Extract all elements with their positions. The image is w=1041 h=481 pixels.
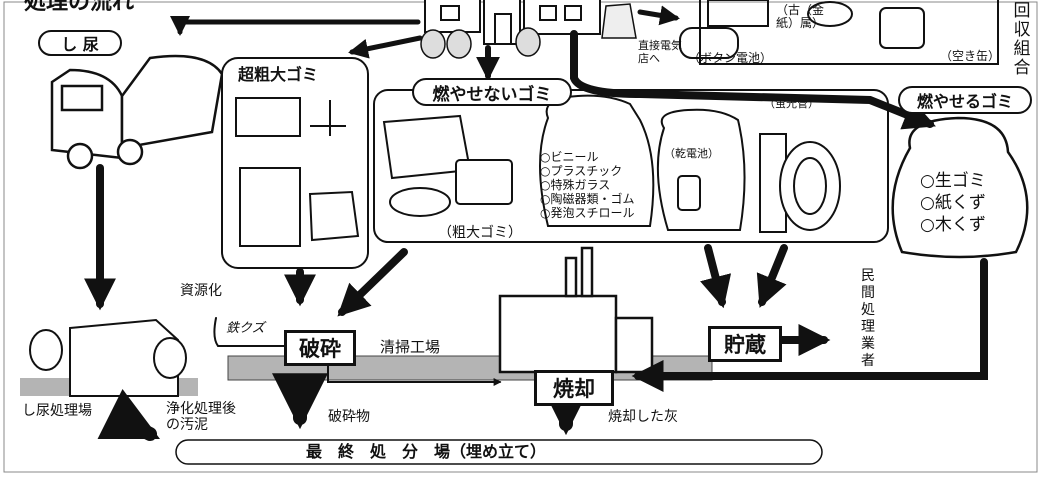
garbage-bag-icon	[420, 3, 637, 59]
arrow-to-recyclers	[637, 5, 680, 26]
landfill-label: 最 終 処 分 場（埋め立て）	[306, 442, 547, 461]
storage-box: 貯蔵	[708, 326, 782, 362]
sludge-label-1: 浄化処理後	[166, 401, 236, 417]
landfill-box	[175, 439, 823, 465]
newspaper-label: （古紙）	[776, 3, 801, 30]
list-item: ○紙くず	[920, 193, 986, 213]
night-soil-plant-label: し尿処理場	[22, 403, 92, 419]
super-bulky-label: 超粗大ゴミ	[237, 65, 318, 84]
iron-scrap-label: 鉄クズ	[226, 321, 265, 336]
night-soil-plant-icon	[29, 318, 187, 397]
flow-arrows	[84, 5, 988, 441]
arrow-to-burnable	[570, 30, 936, 130]
burnable-label: 燃やせるゴミ	[898, 86, 1032, 114]
fluorescent-label: （蛍光管）	[764, 97, 819, 110]
furniture-icon	[235, 97, 360, 247]
incinerated-ash-label: 焼却した灰	[608, 409, 678, 425]
incineration-box: 焼却	[534, 370, 614, 406]
retailer-label-2: 店へ	[638, 52, 660, 65]
list-item: ○発泡スチロール	[540, 206, 635, 220]
arrow-to-super-bulky	[348, 35, 423, 59]
arrow-crush-to-incineration	[327, 361, 502, 386]
recyclables-area	[679, 0, 999, 65]
bulky-items-icon	[382, 114, 513, 217]
bulky-label: （粗大ゴミ）	[438, 225, 522, 241]
sludge-label-2: の汚泥	[166, 417, 208, 433]
house-icon	[424, 0, 601, 45]
non-burnable-list: ○ビニール ○プラスチック ○特殊ガラス ○陶磁器類・ゴム ○発泡スチロール	[540, 150, 634, 220]
arrow-nonburn-to-crush	[337, 248, 408, 317]
arrow-iron-to-recycling	[213, 317, 285, 347]
private-processor-label: 民間処理業者	[861, 268, 875, 369]
burnable-bag-icon	[891, 116, 1029, 259]
list-item: ○木くず	[920, 215, 986, 235]
battery-icon	[656, 108, 746, 231]
arrow-burnable-to-incineration	[631, 258, 988, 392]
arrow-sludge	[97, 388, 161, 441]
empty-cans-label: （空き缶）	[940, 49, 1001, 63]
metal-label: （金属）	[800, 3, 825, 30]
arrow-tube-to-storage	[756, 244, 788, 308]
retailer-label-1: 直接電気	[638, 39, 682, 52]
list-item: ○特殊ガラス	[540, 178, 611, 192]
list-item: ○プラスチック	[540, 164, 623, 178]
dry-battery-label: （乾電池）	[664, 147, 719, 160]
list-item: ○陶磁器類・ゴム	[540, 192, 635, 206]
cleaning-plant-label: 清掃工場	[380, 338, 441, 356]
crushing-box: 破砕	[284, 330, 356, 366]
tanker-truck-icon	[50, 54, 224, 170]
fluorescent-tube-icon	[759, 133, 841, 233]
non-burnable-label: 燃やせないゴミ	[412, 78, 572, 106]
recycling-label: 資源化	[180, 283, 222, 299]
factory-icon	[498, 246, 654, 374]
arrow-dry-battery-to-storage	[700, 244, 732, 309]
night-soil-label: し 尿	[38, 30, 122, 56]
crushed-material-label: 破砕物	[328, 409, 370, 425]
button-battery-label: （ボタン電池）	[688, 51, 773, 65]
list-item: ○ビニール	[540, 150, 599, 164]
union-label: 回収組合	[1013, 1, 1031, 78]
arrow-to-night-soil	[170, 16, 421, 36]
title-partial: 処理の流れ	[24, 0, 135, 15]
burnable-list: ○生ゴミ ○紙くず ○木くず	[920, 170, 986, 236]
list-item: ○生ゴミ	[920, 171, 986, 191]
